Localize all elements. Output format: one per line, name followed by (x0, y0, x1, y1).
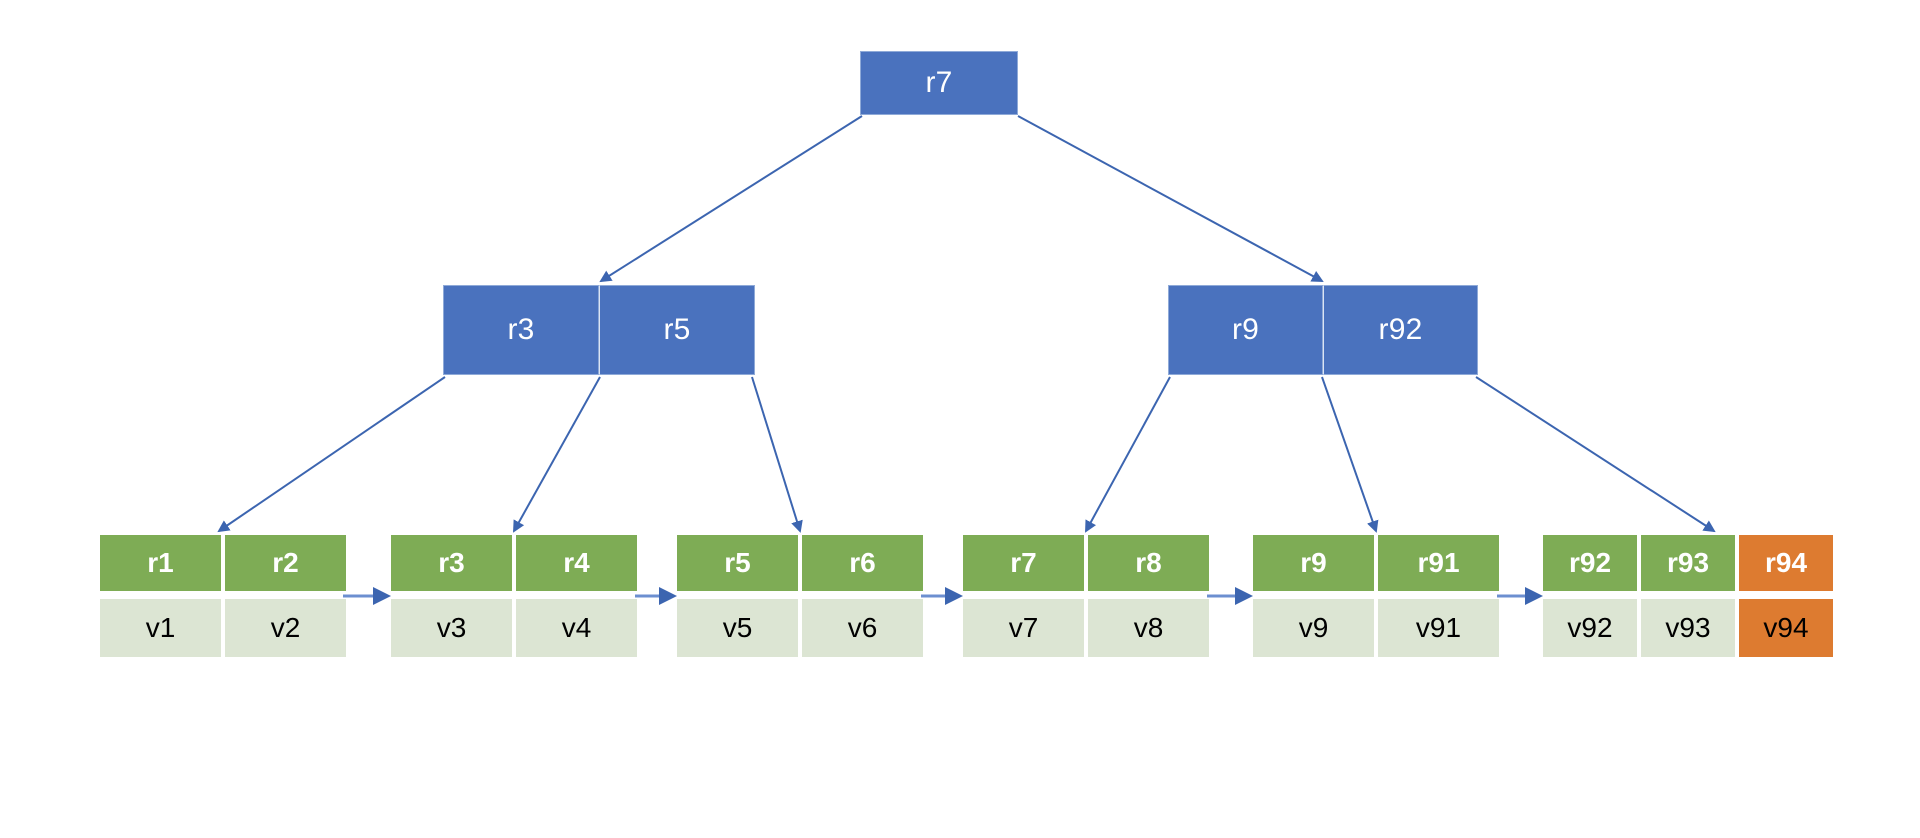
leaf-node-1-key-r1[interactable]: r1 (100, 535, 221, 591)
leaf-node-1-value-v1[interactable]: v1 (100, 599, 221, 657)
edge-right-to-leaf6 (1475, 376, 1716, 533)
leaf-node-6-value-v94[interactable]: v94 (1739, 599, 1833, 657)
leaf-node-5-value-v9[interactable]: v9 (1253, 599, 1374, 657)
internal-node-right-cell-r92[interactable]: r92 (1323, 285, 1478, 375)
internal-node-right-cell-r9[interactable]: r9 (1168, 285, 1323, 375)
leaf-node-6-key-r93[interactable]: r93 (1641, 535, 1735, 591)
leaf-node-4-value-v8[interactable]: v8 (1088, 599, 1209, 657)
leaf-node-4-key-r8[interactable]: r8 (1088, 535, 1209, 591)
leaf-node-2-key-r3[interactable]: r3 (391, 535, 512, 591)
leaf-node-3-key-r5[interactable]: r5 (677, 535, 798, 591)
leaf-node-4-value-v7[interactable]: v7 (963, 599, 1084, 657)
edge-left-to-leaf1 (217, 376, 446, 533)
leaf-node-1-value-v2[interactable]: v2 (225, 599, 346, 657)
leaf-node-2-key-r4[interactable]: r4 (516, 535, 637, 591)
internal-node-left-cell-r5[interactable]: r5 (599, 285, 755, 375)
leaf-node-5-key-r91[interactable]: r91 (1378, 535, 1499, 591)
edge-root-to-right (1017, 115, 1324, 282)
leaf-node-6-key-r94[interactable]: r94 (1739, 535, 1833, 591)
edge-left-to-leaf2 (513, 376, 601, 533)
leaf-node-2-value-v4[interactable]: v4 (516, 599, 637, 657)
leaf-node-2-value-v3[interactable]: v3 (391, 599, 512, 657)
edge-right-to-leaf4 (1085, 376, 1171, 533)
root-node-cell-r7[interactable]: r7 (860, 51, 1018, 115)
leaf-node-5-key-r9[interactable]: r9 (1253, 535, 1374, 591)
leaf-node-5-value-v91[interactable]: v91 (1378, 599, 1499, 657)
leaf-node-3-value-v6[interactable]: v6 (802, 599, 923, 657)
leaf-node-3-key-r6[interactable]: r6 (802, 535, 923, 591)
edge-root-to-left (599, 115, 863, 283)
leaf-node-3-value-v5[interactable]: v5 (677, 599, 798, 657)
leaf-node-6-key-r92[interactable]: r92 (1543, 535, 1637, 591)
internal-node-left-cell-r3[interactable]: r3 (443, 285, 599, 375)
leaf-node-6-value-v93[interactable]: v93 (1641, 599, 1735, 657)
root-node[interactable]: r7 (860, 51, 1018, 115)
edge-left-to-leaf3 (751, 376, 803, 533)
leaf-node-6-value-v92[interactable]: v92 (1543, 599, 1637, 657)
leaf-node-1-key-r2[interactable]: r2 (225, 535, 346, 591)
leaf-node-4-key-r7[interactable]: r7 (963, 535, 1084, 591)
edge-right-to-leaf5 (1321, 376, 1379, 533)
